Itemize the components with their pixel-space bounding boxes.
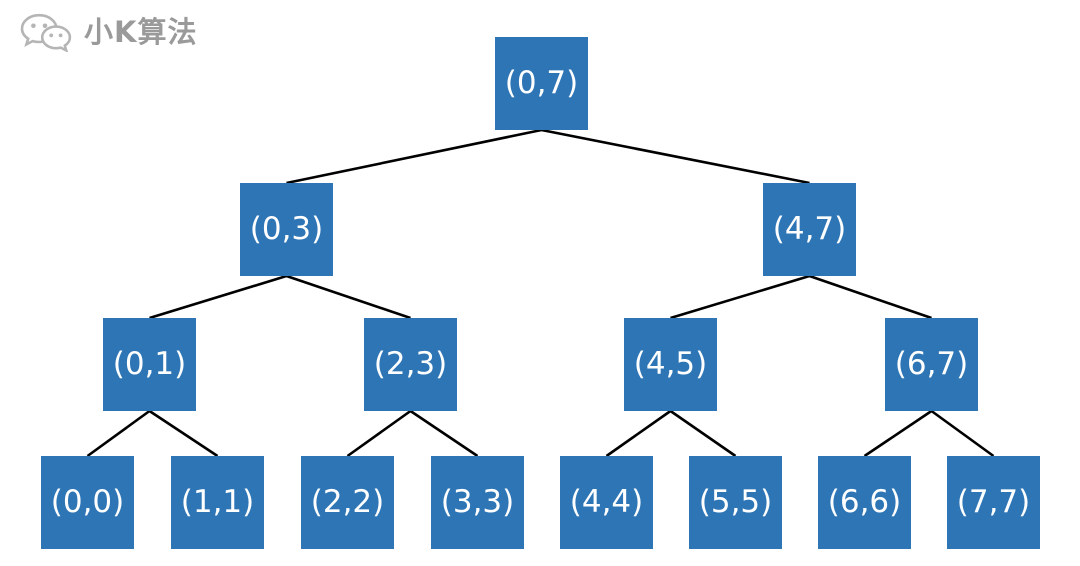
tree-node-label: (0,7) xyxy=(504,65,579,101)
tree-node-label: (5,5) xyxy=(698,484,773,520)
tree-node[interactable]: (2,3) xyxy=(364,318,457,411)
tree-node[interactable]: (6,7) xyxy=(885,318,978,411)
tree-node[interactable]: (5,5) xyxy=(689,456,782,549)
tree-node-label: (6,7) xyxy=(894,346,969,382)
tree-node-label: (0,3) xyxy=(249,211,324,247)
tree-node-label: (2,3) xyxy=(373,346,448,382)
tree-node-label: (3,3) xyxy=(440,484,515,520)
tree-node[interactable]: (3,3) xyxy=(431,456,524,549)
tree-node[interactable]: (6,6) xyxy=(818,456,911,549)
tree-node-label: (6,6) xyxy=(827,484,902,520)
tree-node[interactable]: (0,3) xyxy=(240,183,333,276)
tree-node[interactable]: (2,2) xyxy=(301,456,394,549)
tree-node[interactable]: (7,7) xyxy=(947,456,1040,549)
tree-node[interactable]: (0,0) xyxy=(41,456,134,549)
watermark-text: 小K算法 xyxy=(84,14,198,49)
tree-node-label: (2,2) xyxy=(310,484,385,520)
tree-node[interactable]: (0,1) xyxy=(103,318,196,411)
tree-node[interactable]: (0,7) xyxy=(495,37,588,130)
tree-node-label: (4,7) xyxy=(772,211,847,247)
tree-node-label: (4,5) xyxy=(633,346,708,382)
watermark: 小K算法 xyxy=(18,12,197,52)
tree-node[interactable]: (4,5) xyxy=(624,318,717,411)
tree-node-label: (4,4) xyxy=(569,484,644,520)
tree-node-label: (7,7) xyxy=(956,484,1031,520)
tree-node[interactable]: (1,1) xyxy=(171,456,264,549)
tree-node[interactable]: (4,4) xyxy=(560,456,653,549)
tree-node-label: (1,1) xyxy=(180,484,255,520)
wechat-logo-icon xyxy=(20,13,72,52)
tree-node[interactable]: (4,7) xyxy=(763,183,856,276)
tree-node-label: (0,1) xyxy=(112,346,187,382)
tree-node-label: (0,0) xyxy=(50,484,125,520)
